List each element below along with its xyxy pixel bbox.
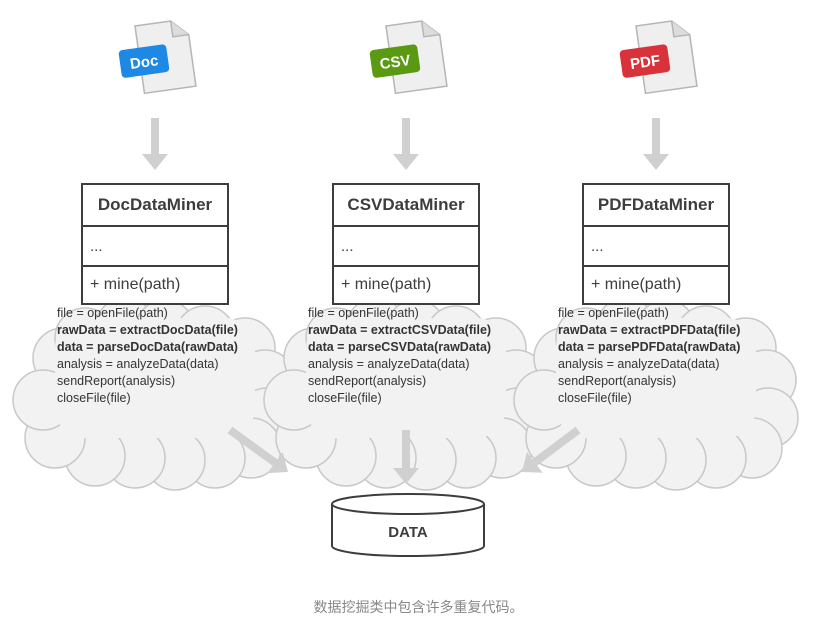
class-fields: ... <box>584 227 728 267</box>
code-line: file = openFile(path) <box>308 306 419 320</box>
code-line: data = parseCSVData(rawData) <box>308 340 492 354</box>
method-code: file = openFile(path) rawData = extractDo… <box>57 305 238 407</box>
database-label: DATA <box>388 524 428 541</box>
code-line: rawData = extractDocData(file) <box>57 323 238 337</box>
arrow-file-to-class <box>643 118 669 170</box>
class-fields: ... <box>334 227 478 267</box>
class-fields: ... <box>83 227 227 267</box>
code-line: sendReport(analysis) <box>558 374 677 388</box>
code-line: rawData = extractCSVData(file) <box>308 323 492 337</box>
code-line: closeFile(file) <box>558 391 632 405</box>
file-type-label: PDF <box>629 52 661 73</box>
code-line: sendReport(analysis) <box>308 374 427 388</box>
document-icon: CSV <box>369 20 448 95</box>
method-code: file = openFile(path) rawData = extractPD… <box>558 305 740 407</box>
code-cloud <box>263 297 549 491</box>
code-line: analysis = analyzeData(data) <box>57 357 219 371</box>
class-method: + mine(path) <box>591 276 682 293</box>
class-box: DocDataMiner ... + mine(path) <box>81 183 229 305</box>
arrow-to-database <box>393 430 419 484</box>
code-line: analysis = analyzeData(data) <box>558 357 720 371</box>
file-type-label: CSV <box>379 52 412 73</box>
class-method: + mine(path) <box>341 276 432 293</box>
caption: 数据挖掘类中包含许多重复代码。 <box>313 599 524 615</box>
arrow-file-to-class <box>393 118 419 170</box>
arrow-to-database <box>522 426 581 473</box>
class-name: PDFDataMiner <box>584 185 728 227</box>
code-line: file = openFile(path) <box>558 306 669 320</box>
code-line: data = parsePDFData(rawData) <box>558 340 741 354</box>
class-name: DocDataMiner <box>83 185 227 227</box>
code-line: data = parseDocData(rawData) <box>57 340 238 354</box>
method-code: file = openFile(path) rawData = extractCS… <box>308 305 491 407</box>
code-line: analysis = analyzeData(data) <box>308 357 470 371</box>
code-line: file = openFile(path) <box>57 306 168 320</box>
arrow-file-to-class <box>142 118 168 170</box>
class-name: CSVDataMiner <box>334 185 478 227</box>
document-icon: Doc <box>118 20 197 95</box>
class-box: CSVDataMiner ... + mine(path) <box>332 183 480 305</box>
file-type-label: Doc <box>129 52 159 73</box>
class-box: PDFDataMiner ... + mine(path) <box>582 183 730 305</box>
document-icon: PDF <box>619 20 698 95</box>
code-line: sendReport(analysis) <box>57 374 176 388</box>
code-line: rawData = extractPDFData(file) <box>558 323 741 337</box>
class-method: + mine(path) <box>90 276 181 293</box>
database-cylinder: DATA <box>331 493 485 557</box>
code-line: closeFile(file) <box>57 391 131 405</box>
code-line: closeFile(file) <box>308 391 382 405</box>
arrow-to-database <box>227 426 289 474</box>
code-cloud <box>513 297 799 491</box>
